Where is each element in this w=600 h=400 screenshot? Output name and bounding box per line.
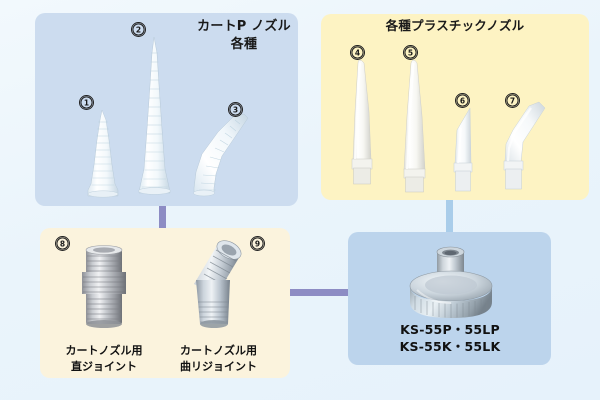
panel-plastic-title: 各種プラスチックノズル	[385, 18, 525, 33]
nozzle-2-art	[132, 37, 178, 199]
caption-ks-codes: KS-55P・55LP KS-55K・55LK	[399, 322, 501, 354]
joint-straight-art	[80, 244, 128, 328]
nozzle-6-art	[450, 108, 478, 192]
svg-text:8: 8	[60, 239, 65, 248]
svg-text:7: 7	[510, 96, 515, 105]
marker-5: 5	[403, 45, 418, 60]
svg-text:3: 3	[233, 105, 238, 114]
joint-bent-art	[182, 240, 254, 330]
marker-4: 4	[350, 45, 365, 60]
panel-cart-nozzle-joints	[40, 228, 290, 378]
panel-cart-p-title: カートP ノズル各種	[197, 19, 291, 52]
nozzle-5-art	[398, 60, 432, 193]
connector-vertical-blue-right	[446, 198, 453, 234]
marker-6: 6	[455, 93, 470, 108]
svg-text:1: 1	[84, 98, 89, 107]
connector-vertical-purple-left	[159, 203, 166, 231]
svg-text:2: 2	[136, 25, 141, 34]
svg-text:9: 9	[255, 239, 260, 248]
marker-8: 8	[55, 236, 70, 251]
marker-9: 9	[250, 236, 265, 251]
marker-1: 1	[79, 95, 94, 110]
panel-cart-p-nozzles	[35, 13, 298, 206]
nozzle-1-art	[82, 110, 124, 198]
svg-text:4: 4	[355, 48, 360, 57]
svg-text:5: 5	[408, 48, 413, 57]
ks-adapter-art	[403, 246, 499, 322]
nozzle-3-art	[188, 112, 252, 198]
nozzle-4-art	[345, 60, 379, 185]
marker-3: 3	[228, 102, 243, 117]
caption-straight-joint: カートノズル用 直ジョイント	[65, 344, 143, 373]
marker-7: 7	[505, 93, 520, 108]
marker-2: 2	[131, 22, 146, 37]
caption-bent-joint: カートノズル用 曲リジョイント	[180, 344, 257, 373]
connector-horizontal-purple	[289, 289, 351, 296]
nozzle-7-art	[495, 100, 551, 192]
svg-text:6: 6	[460, 96, 465, 105]
